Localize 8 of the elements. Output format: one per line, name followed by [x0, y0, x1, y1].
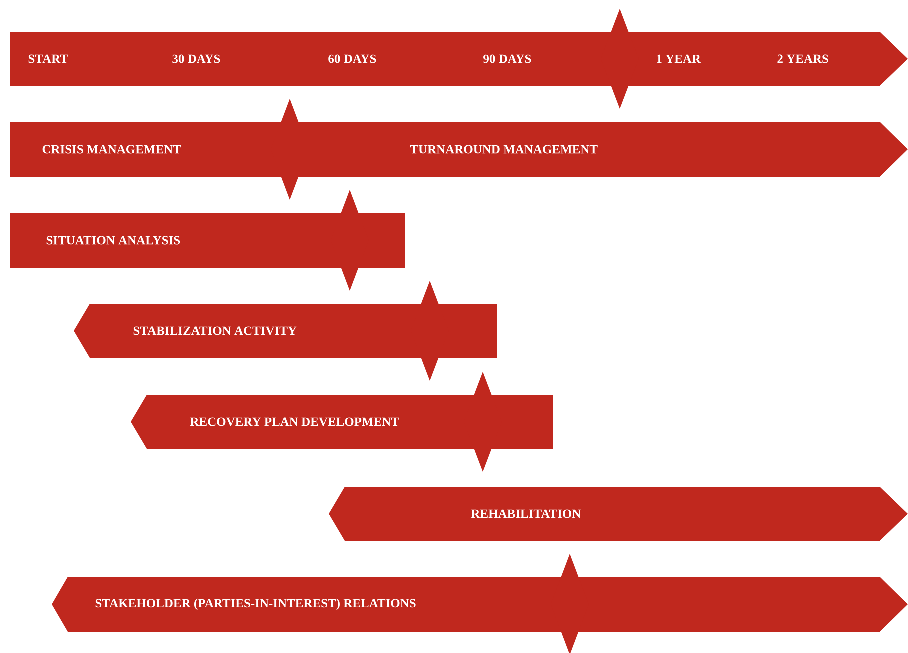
arrow-band: RECOVERY PLAN DEVELOPMENT	[131, 372, 553, 472]
arrow-band: REHABILITATION	[329, 487, 908, 541]
node-label: CRISIS MANAGEMENT	[42, 145, 182, 154]
node-label: TURNAROUND MANAGEMENT	[410, 145, 598, 154]
arrow-band: STABILIZATION ACTIVITY	[74, 281, 497, 381]
arrow-band: CRISIS MANAGEMENT	[10, 99, 309, 200]
arrow-band: STAKEHOLDER (PARTIES-IN-INTEREST) RELATIONS	[52, 554, 908, 653]
arrow-band: SITUATION ANALYSIS	[10, 190, 405, 291]
